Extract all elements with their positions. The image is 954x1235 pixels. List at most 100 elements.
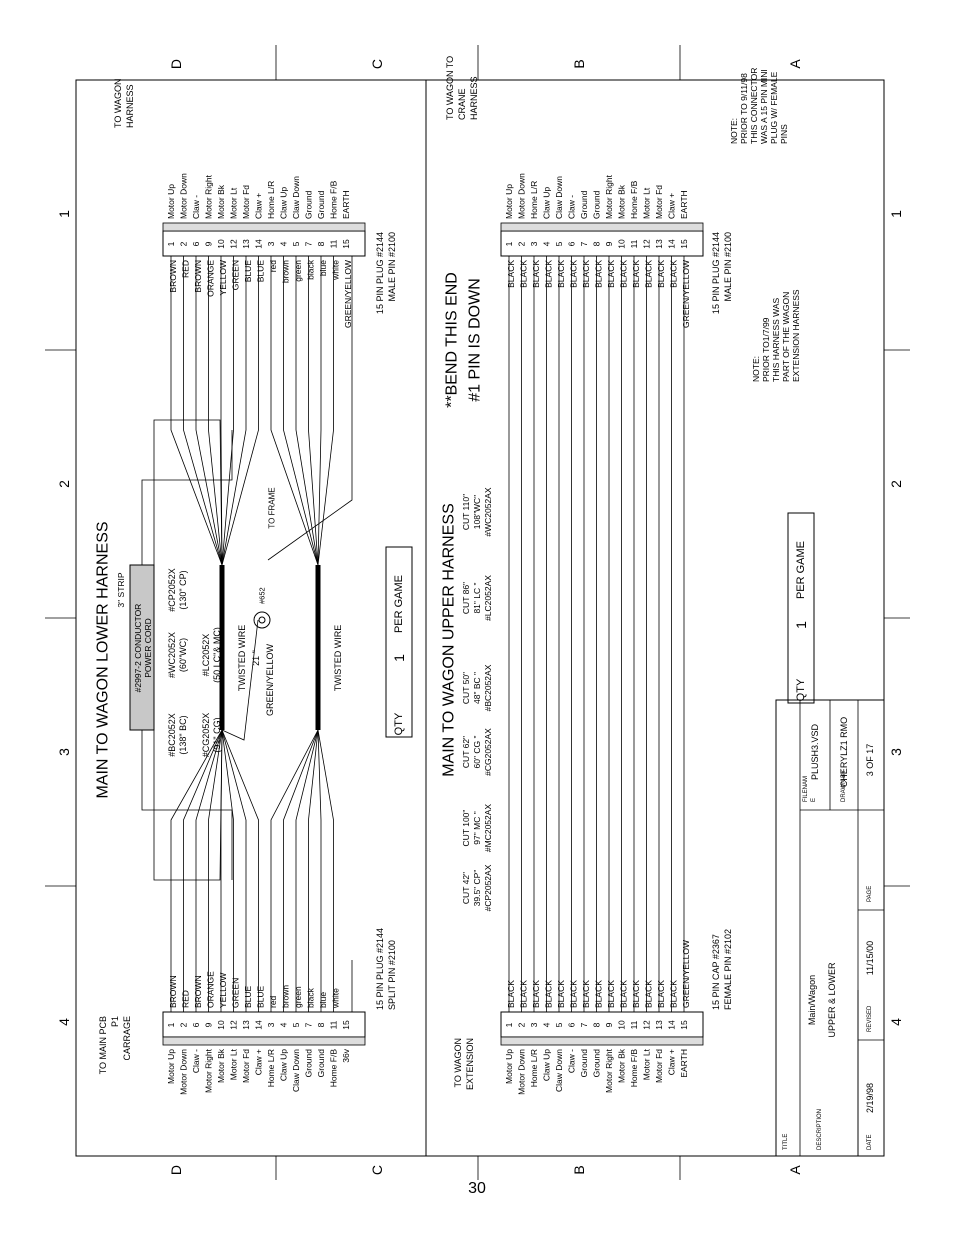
pin-number: 7 — [304, 241, 314, 246]
wire-color: BLACK — [619, 980, 629, 1008]
wire-color: YELLOW — [218, 973, 228, 1008]
pin-number: 1 — [504, 241, 514, 246]
signal-label: Motor Fd — [241, 185, 251, 219]
cut-label: #CP2052AX — [483, 864, 493, 911]
cut-label: CUT 62" — [461, 736, 471, 768]
zone-letter: D — [168, 1165, 184, 1175]
wire-color: GREEN — [231, 260, 241, 290]
wire-color: BLACK — [619, 260, 629, 288]
pin-number: 13 — [654, 239, 664, 249]
wire-part-label: (60"WC) — [178, 638, 188, 672]
to-frame-label: TO FRAME — [268, 487, 277, 528]
lower-wire-right — [308, 256, 319, 566]
cut-label: CUT 42" — [461, 872, 471, 904]
pin-number: 6 — [567, 1022, 577, 1027]
upper-note-2: NOTE: — [729, 118, 739, 144]
wire-color: BLACK — [606, 260, 616, 288]
wire-color: BLUE — [243, 260, 253, 283]
upper-note-1: PART OF THE WAGON — [781, 292, 791, 382]
signal-label: Claw + — [667, 193, 677, 219]
lower-wire-right — [183, 256, 223, 566]
signal-label: Claw - — [191, 1049, 201, 1073]
wire-color: BROWN — [193, 975, 203, 1008]
upper-note-2: PINS — [779, 124, 789, 144]
wire-color: blue — [318, 992, 328, 1008]
pin-number: 14 — [254, 239, 264, 249]
lower-wire-right — [317, 256, 322, 566]
pin-number: 10 — [216, 1020, 226, 1030]
lower-right-plug: 15 PIN PLUG #2144 — [375, 232, 385, 314]
wire-color: BLACK — [606, 980, 616, 1008]
lower-wire-left — [208, 729, 223, 1012]
signal-label: Claw - — [567, 195, 577, 219]
signal-label: Motor Bk — [216, 184, 226, 219]
signal-label: Claw Down — [554, 1049, 564, 1092]
revised-value: 11/15/00 — [865, 941, 875, 975]
signal-label: Motor Lt — [229, 1048, 239, 1080]
earth-wire — [267, 256, 353, 561]
wire-color: BLACK — [594, 260, 604, 288]
lower-left-header: TO MAIN PCB — [98, 1016, 108, 1074]
lower-wire-right — [221, 256, 247, 566]
signal-label: Motor Up — [504, 184, 514, 219]
zone-letter: C — [369, 1165, 385, 1175]
wire-color: brown — [281, 985, 291, 1008]
signal-label: Claw + — [254, 193, 264, 219]
cord-fan — [153, 729, 223, 881]
pin-number: 13 — [241, 239, 251, 249]
zone-letter: B — [571, 59, 587, 68]
pin-number: 7 — [579, 241, 589, 246]
lower-right-connector-flange — [162, 222, 366, 232]
cord-fan — [141, 730, 233, 880]
signal-label: Claw Down — [291, 1049, 301, 1092]
wire-color: BLACK — [506, 980, 516, 1008]
signal-label: Motor Down — [179, 173, 189, 219]
pin-number: 5 — [554, 1022, 564, 1027]
title-label: TITLE — [783, 1134, 789, 1150]
signal-label: Ground — [579, 190, 589, 219]
pin-number: 11 — [629, 239, 639, 248]
signal-label: Claw + — [667, 1049, 677, 1075]
lower-wire-right — [221, 256, 259, 566]
cut-label: CUT 86" — [461, 582, 471, 614]
lower-wire-left — [317, 729, 334, 1012]
zone-number: 3 — [888, 748, 904, 756]
wire-part-label: (50 LC"& MC) — [212, 627, 222, 683]
description-line: Main/Wagon — [807, 975, 817, 1025]
pin-number: 1 — [166, 1022, 176, 1027]
upper-right-plug: MALE PIN #2100 — [723, 232, 733, 302]
pin-number: 2 — [517, 1022, 527, 1027]
pin-number: 3 — [266, 241, 276, 246]
upper-note-2: PRIOR TO 9/11/98 — [739, 73, 749, 144]
signal-label: Ground — [579, 1049, 589, 1078]
lower-wire-left — [221, 729, 259, 1012]
wire-color: BROWN — [168, 260, 178, 293]
upper-note-1: THIS HARNESS WAS — [771, 297, 781, 382]
upper-note-2: THIS CONNECTOR — [749, 68, 759, 144]
signal-label: Motor Down — [517, 173, 527, 219]
signal-label: Home F/B — [329, 1049, 339, 1088]
wire-part-label: #WC2052X — [167, 632, 177, 678]
signal-label: Motor Fd — [654, 1049, 664, 1083]
length-label: 21 " — [251, 650, 261, 666]
power-cord-label: #2997-2 CONDUCTOR — [133, 604, 143, 693]
qty-unit: PER GAME — [393, 575, 405, 633]
pin-number: 15 — [679, 1020, 689, 1030]
wire-color: BLACK — [669, 980, 679, 1008]
cord-fan — [141, 430, 233, 565]
wire-color: GREEN/YELLOW — [681, 260, 691, 328]
pin-number: 12 — [229, 239, 239, 249]
filename-value: PLUSH3.VSD — [810, 723, 820, 780]
wire-color: BLACK — [531, 260, 541, 288]
signal-label: Motor Bk — [617, 1048, 627, 1083]
wire-color: BLUE — [256, 260, 266, 283]
cut-label: 81" LC " — [472, 582, 482, 613]
cut-label: CUT 110" — [461, 494, 471, 530]
signal-label: Ground — [304, 1049, 314, 1078]
zone-letter: C — [369, 59, 385, 69]
lower-wire-left — [308, 729, 319, 1012]
qty-unit: PER GAME — [795, 541, 807, 599]
ground-lead — [221, 619, 259, 741]
pin-number: 3 — [529, 1022, 539, 1027]
lower-wire-right — [170, 256, 223, 566]
